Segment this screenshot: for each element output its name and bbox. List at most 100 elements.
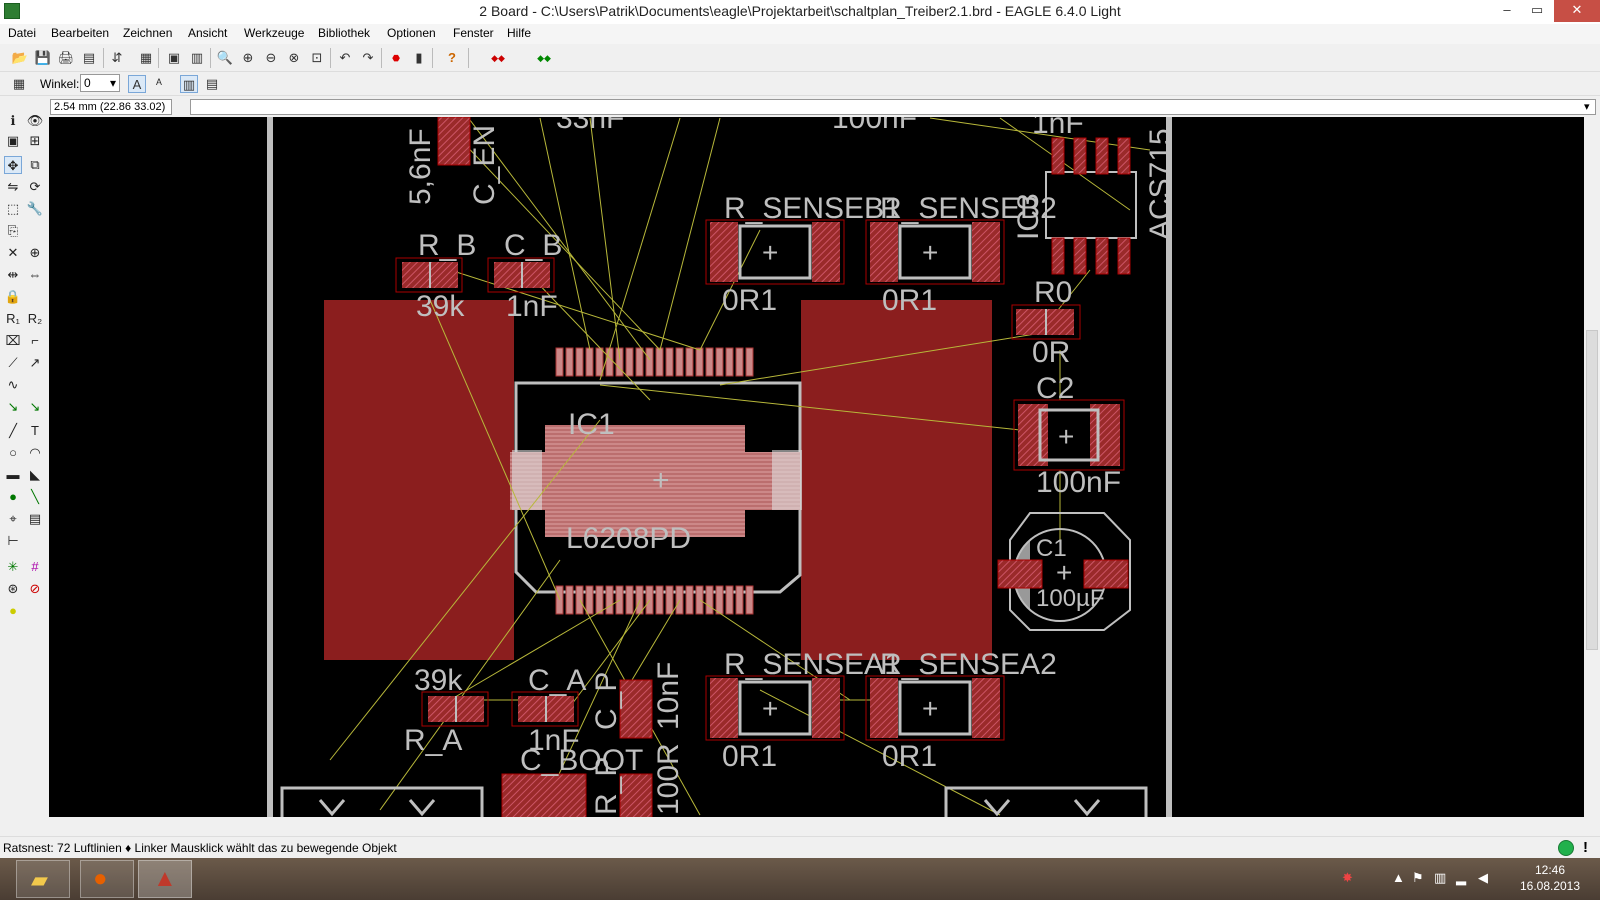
ic1-pin[interactable] bbox=[735, 347, 744, 377]
open-icon[interactable]: 📂 bbox=[11, 50, 29, 65]
ic1-pin[interactable] bbox=[735, 585, 744, 615]
redo-icon[interactable]: ↷ bbox=[362, 50, 374, 65]
ic3-outline[interactable] bbox=[1045, 171, 1137, 239]
layer-view2-icon[interactable]: ▤ bbox=[205, 76, 219, 91]
info-icon[interactable]: ℹ bbox=[10, 113, 16, 128]
ic1-pin[interactable] bbox=[555, 347, 564, 377]
optimize-icon[interactable]: ⇔ bbox=[28, 267, 42, 282]
schematic-switch-icon[interactable]: ▣ bbox=[167, 50, 181, 65]
go-icon[interactable]: ▮ bbox=[415, 50, 423, 65]
text-spin-icon[interactable]: ᴬ bbox=[156, 76, 162, 91]
name-icon[interactable]: R₁ bbox=[6, 311, 20, 326]
clock-date[interactable]: 16.08.2013 bbox=[1519, 879, 1581, 893]
auto-icon[interactable]: # bbox=[31, 559, 39, 574]
text-icon[interactable]: T bbox=[31, 423, 39, 438]
capacitor-c-a[interactable] bbox=[511, 691, 579, 727]
ic1-pin[interactable] bbox=[585, 585, 594, 615]
resistor-r-b[interactable] bbox=[395, 257, 463, 293]
group-icon[interactable]: ⬚ bbox=[6, 201, 20, 216]
ic1-pin[interactable] bbox=[645, 347, 654, 377]
layer-view-icon[interactable]: ▥ bbox=[180, 75, 198, 93]
capacitor-c2[interactable]: + bbox=[1013, 399, 1125, 471]
signal-icon[interactable]: ▂ bbox=[1456, 870, 1466, 885]
resistor-r-senseb1[interactable]: + bbox=[705, 219, 845, 285]
design-link-icon[interactable]: ◆◆ bbox=[491, 53, 505, 63]
zoom-fit-icon[interactable]: 🔍 bbox=[216, 50, 234, 65]
mirror-icon[interactable]: ⇋ bbox=[7, 179, 19, 194]
circle-icon[interactable]: ○ bbox=[9, 445, 17, 460]
arc-icon[interactable]: ◠ bbox=[29, 445, 41, 460]
menu-fenster[interactable]: Fenster bbox=[453, 26, 494, 40]
library-icon[interactable]: ▦ bbox=[139, 50, 153, 65]
pcb-layout[interactable]: 5,6nF C_EN 33nF 100nF 1nF ACS715 IC3 + +… bbox=[49, 117, 1584, 817]
ic1-pin[interactable] bbox=[685, 585, 694, 615]
stop-icon[interactable]: ⬣ bbox=[392, 53, 400, 63]
status-go-icon[interactable] bbox=[1558, 840, 1574, 856]
ic1-pin[interactable] bbox=[625, 347, 634, 377]
display-icon[interactable]: ▣ bbox=[6, 133, 20, 148]
rotate-icon[interactable]: ⟳ bbox=[29, 179, 41, 194]
angle-select[interactable]: 0▾ bbox=[80, 74, 120, 92]
zoom-redraw-icon[interactable]: ⊗ bbox=[288, 50, 300, 65]
copper-area-right[interactable] bbox=[801, 300, 992, 660]
network-icon[interactable]: ▥ bbox=[1434, 870, 1447, 885]
paste-icon[interactable]: ⎘ bbox=[7, 223, 19, 238]
ic1-pin[interactable] bbox=[565, 347, 574, 377]
ic1-pin[interactable] bbox=[585, 347, 594, 377]
add-icon[interactable]: ⊕ bbox=[29, 245, 41, 260]
capacitor-c-p[interactable] bbox=[619, 679, 653, 739]
menu-werkzeuge[interactable]: Werkzeuge bbox=[244, 26, 305, 40]
menu-bibliothek[interactable]: Bibliothek bbox=[318, 26, 371, 40]
show-icon[interactable]: 👁 bbox=[26, 113, 44, 128]
hole-icon[interactable]: ⌖ bbox=[9, 511, 17, 526]
split-wire-icon[interactable]: ⟋ bbox=[8, 355, 18, 370]
signal-icon[interactable]: ╲ bbox=[31, 489, 39, 504]
change-icon[interactable]: 🔧 bbox=[26, 201, 44, 216]
ic1-pin[interactable] bbox=[745, 585, 754, 615]
menu-bearbeiten[interactable]: Bearbeiten bbox=[51, 26, 110, 40]
wire-icon[interactable]: ╱ bbox=[9, 423, 17, 438]
capacitor-c1[interactable]: + bbox=[997, 512, 1131, 631]
route-icon[interactable]: ↗ bbox=[29, 355, 41, 370]
ic1-pin[interactable] bbox=[605, 347, 614, 377]
connectors-bottom[interactable] bbox=[280, 786, 1148, 817]
capacitor-c-b[interactable] bbox=[487, 257, 555, 293]
text-mirror-icon[interactable]: A bbox=[128, 75, 146, 93]
status-alert-icon[interactable]: ! bbox=[1583, 839, 1588, 856]
ic1-pin[interactable] bbox=[715, 347, 724, 377]
menu-ansicht[interactable]: Ansicht bbox=[188, 26, 228, 40]
menu-hilfe[interactable]: Hilfe bbox=[507, 26, 532, 40]
attribute-icon[interactable]: ▤ bbox=[28, 511, 42, 526]
rect-icon[interactable]: ▬ bbox=[6, 467, 20, 482]
ic1-pin[interactable] bbox=[655, 585, 664, 615]
menu-zeichnen[interactable]: Zeichnen bbox=[123, 26, 173, 40]
copy-icon[interactable]: ⧉ bbox=[30, 157, 40, 172]
ic1-pin[interactable] bbox=[695, 585, 704, 615]
ic1-pin[interactable] bbox=[705, 585, 714, 615]
menu-datei[interactable]: Datei bbox=[8, 26, 37, 40]
meander-icon[interactable]: ∿ bbox=[7, 377, 19, 392]
autoroute-icon[interactable]: ↘ bbox=[29, 399, 41, 414]
ratsnest-icon[interactable]: ✳ bbox=[7, 559, 19, 574]
ic1-center-pad[interactable] bbox=[510, 452, 800, 510]
ic1-pin[interactable] bbox=[665, 347, 674, 377]
zoom-in-icon[interactable]: ⊕ bbox=[242, 50, 254, 65]
ic1-pin[interactable] bbox=[595, 347, 604, 377]
close-button[interactable]: ✕ bbox=[1554, 0, 1600, 22]
capacitor-c-boot[interactable] bbox=[501, 773, 587, 817]
split-icon[interactable]: ⇹ bbox=[7, 267, 19, 282]
copper-area-left[interactable] bbox=[324, 300, 514, 660]
ic1-outline[interactable] bbox=[514, 381, 802, 594]
ic1-pin[interactable] bbox=[635, 347, 644, 377]
ic1-pin[interactable] bbox=[605, 585, 614, 615]
dimension-icon[interactable]: ⊢ bbox=[7, 533, 19, 548]
menu-optionen[interactable]: Optionen bbox=[387, 26, 436, 40]
miter-icon[interactable]: ⌐ bbox=[31, 333, 39, 348]
taskbar-eagle[interactable]: ▲ bbox=[138, 860, 192, 898]
ic3-pads[interactable] bbox=[1051, 137, 1131, 275]
zoom-select-icon[interactable]: ⊡ bbox=[311, 50, 323, 65]
ic1-pin[interactable] bbox=[625, 585, 634, 615]
smash-icon[interactable]: ⌧ bbox=[5, 333, 21, 348]
ic1-pin[interactable] bbox=[665, 585, 674, 615]
undo-icon[interactable]: ↶ bbox=[339, 50, 351, 65]
